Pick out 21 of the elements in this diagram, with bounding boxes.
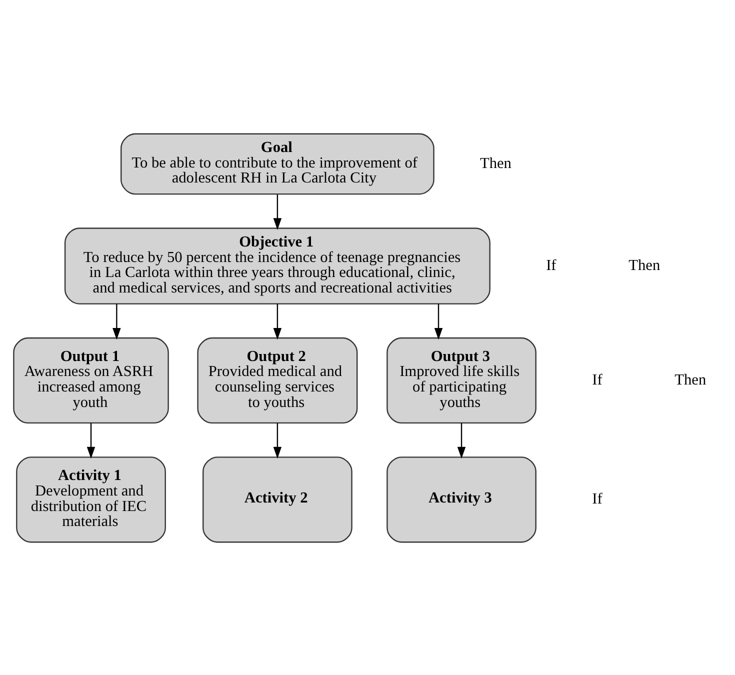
label: Then: [674, 370, 706, 388]
label: If: [546, 256, 556, 274]
node-box: Activity 2: [202, 456, 352, 542]
label: Then: [628, 256, 660, 274]
label: If: [592, 490, 602, 508]
node-box: Goal To be able to contribute to the improvement of adolescent RH in La Carlota City: [120, 132, 434, 194]
node-box: Objective 1 To reduce by 50 percent the incidence of teenage pregnancies in La Carlota within three years through educational, clinic, and medical services, and sports and recreational activities: [64, 227, 490, 304]
arrow: [272, 422, 282, 458]
node-box: Activity 1 Development and distribution of IEC materials: [16, 456, 166, 542]
arrow: [272, 303, 282, 340]
label: If: [592, 370, 602, 388]
arrow: [86, 422, 95, 458]
node-box: Output 1 Awareness on ASRH increased among youth: [12, 336, 168, 424]
node-box: Activity 3: [386, 456, 536, 542]
node-box: Output 3 Improved life skills of participating youths: [386, 336, 536, 424]
label: Then: [479, 154, 511, 172]
arrow: [456, 422, 466, 458]
node-box: Output 2 Provided medical and counseling services to youths: [196, 336, 358, 424]
arrow: [112, 303, 120, 340]
arrow: [272, 194, 282, 230]
arrow: [434, 303, 442, 340]
